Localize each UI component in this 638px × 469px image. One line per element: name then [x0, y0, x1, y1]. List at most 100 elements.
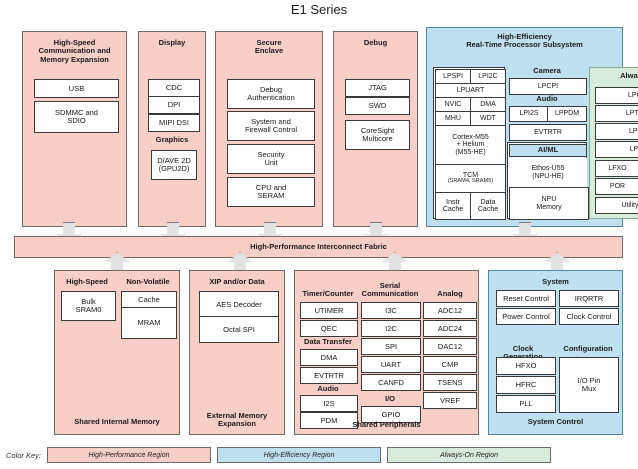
panel-debug: Debug JTAG SWD CoreSight Multicore: [333, 31, 418, 227]
block-jtag[interactable]: JTAG: [345, 79, 410, 97]
block-nvic[interactable]: NVIC: [435, 97, 471, 112]
block-utimer[interactable]: UTIMER: [300, 302, 358, 319]
block-instr-cache[interactable]: Instr Cache: [435, 192, 471, 220]
block-mhu[interactable]: MHU: [435, 111, 471, 126]
block-spi[interactable]: SPI: [361, 338, 421, 355]
block-npu-memory[interactable]: NPU Memory: [509, 187, 589, 220]
block-uart[interactable]: UART: [361, 356, 421, 373]
block-security-unit[interactable]: Security Unit: [227, 144, 315, 174]
interconnect-fabric: High-Performance Interconnect Fabric: [14, 236, 623, 258]
block-i2s[interactable]: I2S: [300, 395, 358, 412]
block-bulk-sram0[interactable]: Bulk SRAM0: [61, 291, 116, 321]
block-power-control[interactable]: Power Control: [496, 308, 556, 325]
group-label-xip: XIP and/or Data: [209, 277, 265, 286]
block-qec[interactable]: QEC: [300, 320, 358, 337]
block-dma[interactable]: DMA: [470, 97, 506, 112]
panel-header: Debug: [363, 38, 388, 47]
block-dma-periph[interactable]: DMA: [300, 349, 358, 366]
block-evtrtr-he[interactable]: EVTRTR: [509, 124, 587, 141]
block-gpio[interactable]: GPIO: [361, 406, 421, 423]
block-octal-spi[interactable]: Octal SPI: [199, 316, 279, 343]
block-evtrtr-periph[interactable]: EVTRTR: [300, 367, 358, 384]
aiml-label: AI/ML: [509, 144, 587, 157]
color-key: Color Key: High-Performance Region High-…: [6, 447, 552, 463]
block-cortex-m55[interactable]: Cortex-M55 + Helium (M55-HE): [435, 125, 506, 165]
block-system-firewall-control[interactable]: System and Firewall Control: [227, 111, 315, 141]
block-lprtc[interactable]: LPRTC: [595, 141, 638, 158]
block-mipi-dsi[interactable]: MIPI DSI: [148, 114, 200, 132]
group-label-io: I/O: [384, 394, 395, 403]
block-lpspi[interactable]: LPSPI: [435, 69, 471, 84]
group-label-clock-generation: Clock Generation: [503, 344, 543, 360]
block-cpu-seram[interactable]: CPU and SERAM: [227, 177, 315, 207]
block-lptimer[interactable]: LPTIMER: [595, 105, 638, 122]
block-vref[interactable]: VREF: [423, 392, 477, 409]
block-reset-control[interactable]: Reset Control: [496, 290, 556, 307]
block-adc12[interactable]: ADC12: [423, 302, 477, 319]
block-pdm[interactable]: PDM: [300, 412, 358, 429]
block-lpi2c[interactable]: LPI2C: [470, 69, 506, 84]
always-on-header: Always-On: [620, 71, 638, 80]
block-dave-2d[interactable]: D/AVE 2D (GPU2D): [151, 150, 197, 180]
block-cdc[interactable]: CDC: [148, 79, 200, 97]
interconnect-label: High-Performance Interconnect Fabric: [250, 241, 387, 251]
block-tsens[interactable]: TSENS: [423, 374, 477, 391]
camera-label: Camera: [533, 66, 561, 75]
block-por[interactable]: POR: [595, 178, 638, 195]
panel-footer: System Control: [527, 416, 584, 426]
block-coresight-multicore[interactable]: CoreSight Multicore: [345, 120, 410, 150]
block-hfrc[interactable]: HFRC: [496, 376, 556, 394]
block-dac12[interactable]: DAC12: [423, 338, 477, 355]
block-ethos-u55[interactable]: Ethos-U55 (NPU-HE): [509, 158, 587, 187]
panel-high-speed-comm: High-Speed Communication and Memory Expa…: [22, 31, 127, 227]
block-tcm[interactable]: TCM (SRAM4, SRAM5): [435, 164, 506, 193]
panel-external-memory-expansion: XIP and/or Data AES Decoder Octal SPI Ex…: [189, 270, 285, 435]
block-lpi2s[interactable]: LPI2S: [509, 106, 549, 122]
group-label-system: System: [542, 277, 569, 286]
block-io-pin-mux[interactable]: I/O Pin Mux: [559, 357, 619, 413]
block-sdmmc-sdio[interactable]: SDMMC and SDIO: [34, 101, 119, 133]
block-dpi[interactable]: DPI: [148, 96, 200, 114]
group-label-configuration: Configuration: [563, 344, 613, 353]
block-lpcmp[interactable]: LPCMP: [595, 123, 638, 140]
block-usb[interactable]: USB: [34, 79, 119, 98]
block-lpuart[interactable]: LPUART: [435, 83, 506, 98]
panel-header: Secure Enclave: [254, 38, 284, 56]
block-debug-authentication[interactable]: Debug Authentication: [227, 79, 315, 109]
block-hfxo[interactable]: HFXO: [496, 357, 556, 375]
group-label-serial-communication: Serial Communication: [361, 281, 419, 299]
block-wdt[interactable]: WDT: [470, 111, 506, 126]
group-label-non-volatile: Non-Volatile: [126, 277, 170, 286]
group-label-data-transfer: Data Transfer: [304, 337, 352, 346]
block-data-cache[interactable]: Data Cache: [470, 192, 506, 220]
block-adc24[interactable]: ADC24: [423, 320, 477, 337]
panel-system-control: System Reset Control IRQRTR Power Contro…: [488, 270, 623, 435]
block-clock-control[interactable]: Clock Control: [559, 308, 619, 325]
panel-header: Display: [158, 38, 186, 47]
block-pll[interactable]: PLL: [496, 395, 556, 413]
panel-footer: Shared Internal Memory: [74, 416, 160, 426]
block-lpgpio[interactable]: LPGPIO: [595, 87, 638, 104]
block-canfd[interactable]: CANFD: [361, 374, 421, 391]
panel-footer: Shared Peripherals: [352, 419, 421, 429]
tcm-label: TCM: [462, 171, 479, 179]
tcm-sublabel: (SRAM4, SRAM5): [447, 178, 494, 185]
subgroup-label-graphics: Graphics: [155, 135, 189, 144]
block-i3c[interactable]: I3C: [361, 302, 421, 319]
block-lppdm[interactable]: LPPDM: [547, 106, 587, 122]
block-lfxo[interactable]: LFXO: [595, 160, 638, 177]
block-aes-decoder[interactable]: AES Decoder: [199, 291, 279, 318]
block-i2c[interactable]: I2C: [361, 320, 421, 337]
block-lpcpi[interactable]: LPCPI: [509, 78, 587, 95]
block-swd[interactable]: SWD: [345, 97, 410, 115]
color-key-swatch-high-performance: High-Performance Region: [47, 447, 212, 463]
block-irqrtr[interactable]: IRQRTR: [559, 290, 619, 307]
group-label-audio: Audio: [317, 384, 339, 393]
group-label-analog: Analog: [437, 289, 463, 298]
block-utility-sram[interactable]: Utility SRAM: [595, 197, 638, 214]
block-cache[interactable]: Cache: [121, 291, 177, 309]
block-mram[interactable]: MRAM: [121, 307, 177, 339]
panel-shared-peripherals: Timer/Counter Serial Communication Analo…: [294, 270, 479, 435]
block-cmp[interactable]: CMP: [423, 356, 477, 373]
panel-always-on: Always-On LPGPIO LPTIMER LPCMP LPRTC LFX…: [589, 67, 638, 219]
